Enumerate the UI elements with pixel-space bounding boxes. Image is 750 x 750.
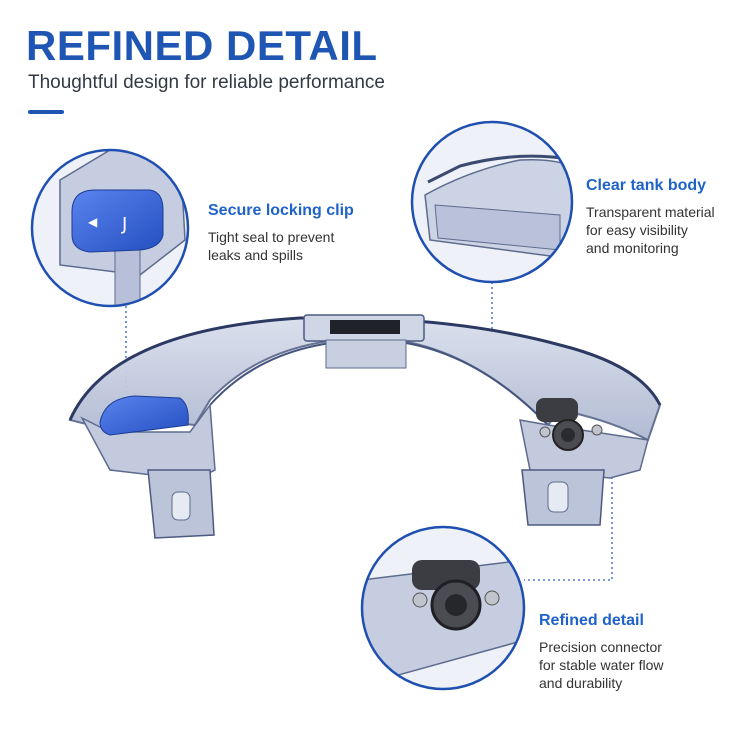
body-detail-circle bbox=[410, 120, 574, 284]
body-callout-title: Clear tank body bbox=[586, 177, 707, 194]
connector-callout-description: Precision connector for stable water flo… bbox=[539, 639, 664, 691]
page-title: REFINED DETAIL bbox=[26, 22, 378, 69]
water-tank bbox=[68, 314, 662, 539]
tank-clip bbox=[99, 395, 189, 436]
tank-connector bbox=[536, 398, 603, 451]
body-callout-description: Transparent material for easy visibility… bbox=[586, 204, 715, 256]
clip-detail-circle: ◀ J bbox=[30, 148, 190, 308]
svg-text:◀: ◀ bbox=[88, 215, 98, 229]
connector-lines bbox=[125, 282, 613, 581]
connector-detail-circle bbox=[360, 525, 526, 691]
left-foot-hole bbox=[171, 491, 191, 521]
tank-vent-slot bbox=[330, 320, 400, 334]
connector-leader-line bbox=[524, 452, 613, 581]
clip-callout-title: Secure locking clip bbox=[208, 202, 354, 219]
right-foot-hole bbox=[547, 481, 569, 513]
tank-vent-block bbox=[325, 339, 407, 369]
title-accent-bar bbox=[28, 110, 64, 114]
clip-callout-description: Tight seal to prevent leaks and spills bbox=[208, 229, 335, 263]
connector-callout-title: Refined detail bbox=[539, 612, 644, 629]
page-subtitle: Thoughtful design for reliable performan… bbox=[28, 72, 385, 93]
svg-text:J: J bbox=[121, 214, 127, 235]
